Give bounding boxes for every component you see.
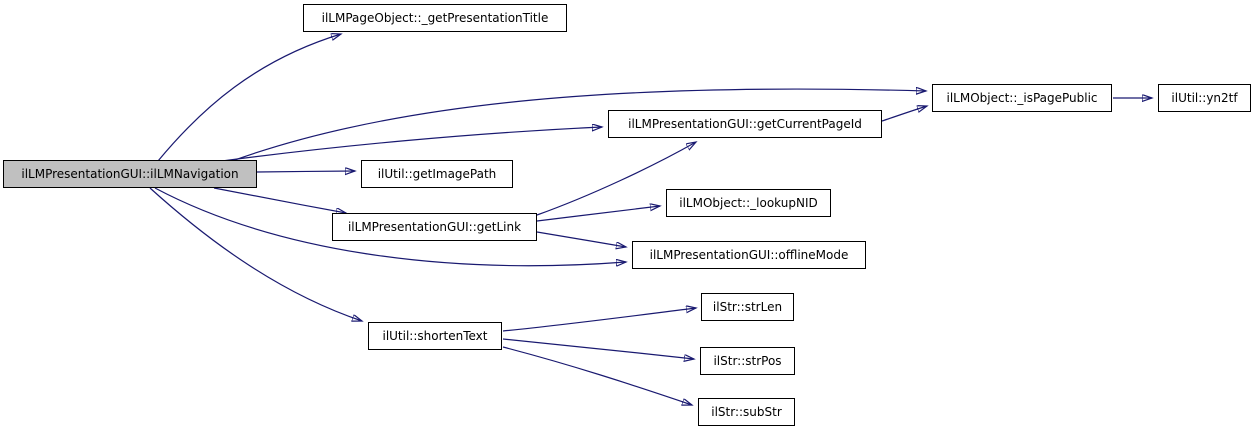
edge-main-to-get-current-page-id: [221, 127, 602, 162]
node-offline-mode[interactable]: ilLMPresentationGUI::offlineMode: [632, 241, 866, 269]
node-str-pos[interactable]: ilStr::strPos: [700, 347, 795, 375]
node-is-page-public[interactable]: ilLMObject::_isPagePublic: [932, 84, 1112, 112]
node-lookup-nid[interactable]: ilLMObject::_lookupNID: [666, 189, 831, 217]
edge-main-to-get-image-path: [256, 171, 355, 172]
edge-get-link-to-lookup-nid: [536, 206, 660, 222]
node-get-current-page-id[interactable]: ilLMPresentationGUI::getCurrentPageId: [608, 110, 882, 138]
node-str-len[interactable]: ilStr::strLen: [701, 293, 794, 321]
node-yn2tf[interactable]: ilUtil::yn2tf: [1158, 84, 1251, 112]
node-shorten-text[interactable]: ilUtil::shortenText: [368, 322, 502, 350]
node-get-presentation-title[interactable]: ilLMPageObject::_getPresentationTitle: [303, 4, 567, 32]
edge-shorten-text-to-str-pos: [502, 338, 694, 359]
node-illm-navigation[interactable]: ilLMPresentationGUI::ilLMNavigation: [3, 160, 257, 188]
edge-main-to-offline-mode: [154, 187, 626, 266]
edge-get-link-to-offline-mode: [536, 231, 626, 247]
edge-shorten-text-to-str-len: [502, 308, 696, 332]
edge-shorten-text-to-sub-str: [502, 346, 692, 405]
node-get-image-path[interactable]: ilUtil::getImagePath: [361, 160, 513, 188]
edge-get-link-to-get-current-page-id: [536, 142, 696, 216]
edge-main-to-shorten-text: [149, 187, 362, 321]
edge-main-to-is-page-public: [231, 89, 926, 162]
edge-main-to-get-link: [213, 187, 346, 213]
edge-get-current-page-id-to-is-page-public: [881, 106, 927, 122]
node-get-link[interactable]: ilLMPresentationGUI::getLink: [332, 213, 537, 241]
edge-main-to-get-presentation-title: [157, 34, 341, 162]
node-sub-str[interactable]: ilStr::subStr: [698, 398, 795, 426]
